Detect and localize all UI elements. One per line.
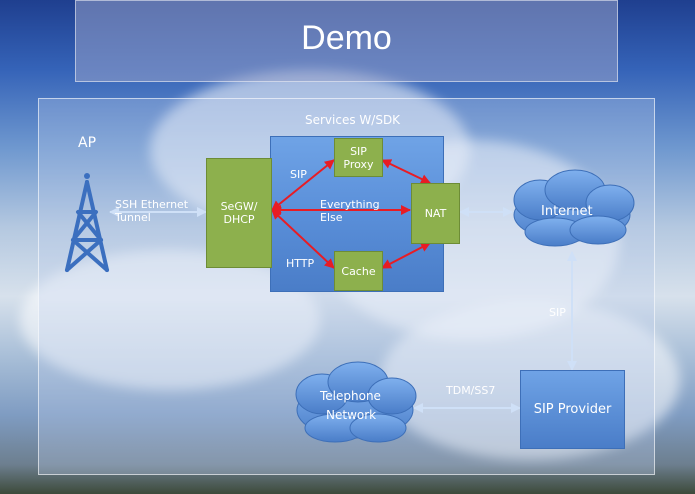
everything-label-line2: Else	[320, 211, 343, 224]
sip-proxy-line2: Proxy	[343, 157, 374, 171]
sip-label: SIP	[290, 168, 307, 181]
red-arrows	[271, 159, 431, 269]
antenna-tower-icon	[65, 173, 109, 272]
tunnel-label-line2: Tunnel	[115, 211, 151, 224]
telephone-line1: Telephone	[320, 389, 381, 403]
title-box: Demo	[75, 0, 618, 82]
internet-label: Internet	[541, 204, 593, 219]
cache-label: Cache	[341, 264, 376, 278]
ap-label: AP	[78, 135, 97, 151]
telephone-line2: Network	[326, 408, 377, 422]
tdm-label: TDM/SS7	[446, 384, 496, 397]
nat-box: NAT	[411, 183, 460, 244]
services-group-label: Services W/SDK	[305, 113, 401, 127]
segw-line1: SeGW/	[220, 200, 258, 213]
nat-label: NAT	[424, 207, 447, 220]
segw-line2: DHCP	[223, 213, 255, 226]
segw-dhcp-box: SeGW/ DHCP	[206, 158, 272, 268]
everything-label-line1: Everything	[320, 198, 380, 211]
internet-cloud-icon	[513, 169, 635, 247]
slide-title: Demo	[301, 19, 392, 57]
cache-box: Cache	[334, 251, 383, 291]
sip-proxy-box: SIP Proxy	[334, 138, 383, 177]
tunnel-label-line1: SSH Ethernet	[115, 198, 189, 211]
sip-proxy-line1: SIP	[350, 144, 367, 158]
telephone-cloud-icon	[295, 361, 417, 443]
sip-provider-box: SIP Provider	[520, 370, 625, 449]
sip-vertical-label: SIP	[549, 306, 566, 319]
http-label: HTTP	[286, 257, 315, 270]
sip-provider-label: SIP Provider	[533, 402, 612, 417]
